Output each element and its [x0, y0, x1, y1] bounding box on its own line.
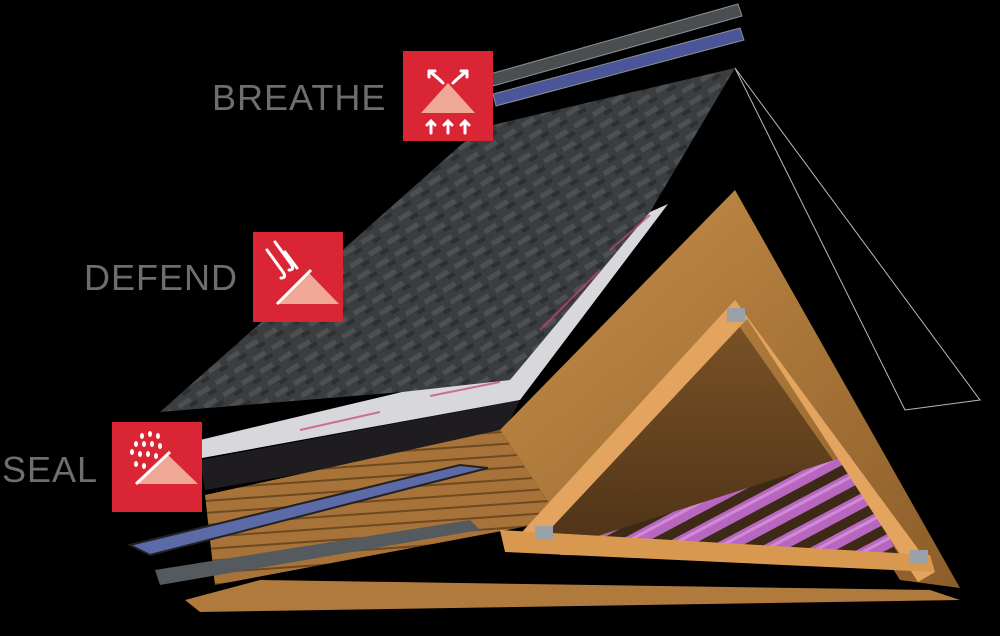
- roof-outline: [734, 67, 981, 411]
- seal-badge: [112, 422, 202, 512]
- insulation: [560, 455, 900, 560]
- breathe-badge: [403, 51, 493, 141]
- defend-badge: [253, 232, 343, 322]
- ventilation-icon: [421, 69, 475, 135]
- truss: [500, 300, 935, 582]
- rain-seal-icon: [130, 431, 198, 486]
- underlayment-layer: [200, 204, 668, 458]
- layer-label-breathe: BREATHE: [212, 77, 387, 118]
- felt-layer: [200, 400, 520, 490]
- layer-label-defend: DEFEND: [84, 257, 239, 298]
- fascia: [185, 580, 960, 612]
- drip-edge: [155, 520, 480, 585]
- shingle-layer: [160, 68, 735, 412]
- wind-shingle-icon: [265, 240, 339, 306]
- ridge-cap: [489, 3, 745, 107]
- layer-label-seal: SEAL: [2, 449, 99, 490]
- ice-water-shield: [127, 463, 489, 557]
